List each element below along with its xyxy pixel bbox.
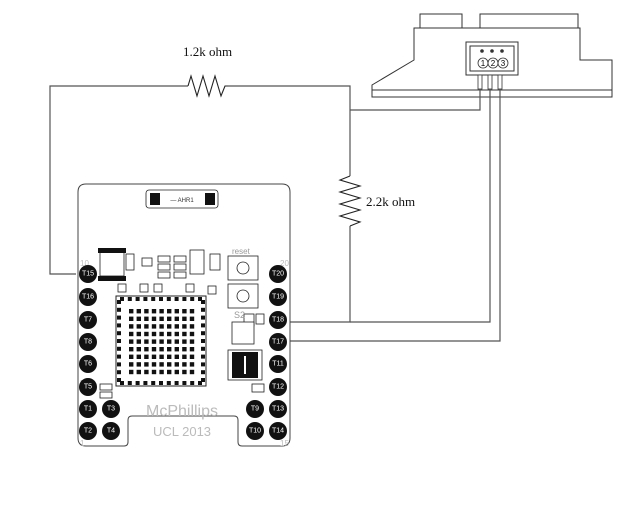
wires	[49, 85, 501, 342]
svg-text:T12: T12	[272, 384, 284, 391]
svg-text:10: 10	[80, 259, 89, 268]
svg-text:T19: T19	[272, 294, 284, 301]
svg-text:T8: T8	[84, 339, 92, 346]
svg-text:T18: T18	[272, 317, 284, 324]
pad-T3: T3	[102, 400, 120, 418]
svg-text:T20: T20	[272, 271, 284, 278]
svg-text:15: 15	[280, 439, 289, 448]
resistor-1: 1.2k ohm	[183, 44, 232, 98]
resistor-2-label: 2.2k ohm	[366, 194, 415, 209]
sensor-pin-2: 2	[487, 57, 499, 69]
main-chip	[115, 295, 207, 387]
microcontroller-board: — AHR1 10 5 1 15 20	[77, 183, 291, 448]
reset-switch: reset	[227, 247, 259, 281]
pad-T4: T4	[102, 422, 120, 440]
svg-text:— AHR1: — AHR1	[170, 198, 194, 204]
svg-text:T11: T11	[272, 361, 284, 368]
resistor-1-label: 1.2k ohm	[183, 44, 232, 59]
svg-text:T14: T14	[272, 428, 284, 435]
sensor-pin-3: 3	[497, 57, 509, 69]
svg-text:T13: T13	[272, 406, 284, 413]
svg-text:T10: T10	[249, 428, 261, 435]
pad-T11: T11	[269, 355, 287, 373]
switch-s2: S2	[227, 283, 259, 320]
capacitor	[227, 349, 263, 381]
switch-s2-label: S2	[234, 310, 245, 320]
pad-T20: T20	[269, 265, 287, 283]
reset-label: reset	[232, 247, 251, 256]
pad-T18: T18	[269, 311, 287, 329]
pad-T19: T19	[269, 288, 287, 306]
board-brand: McPhillips	[146, 403, 218, 420]
svg-text:T16: T16	[82, 294, 94, 301]
fuse: — AHR1	[145, 189, 219, 209]
sensor-module: 1 2 3	[371, 13, 613, 98]
pad-T7: T7	[79, 311, 97, 329]
svg-text:T5: T5	[84, 384, 92, 391]
svg-text:1: 1	[481, 59, 486, 68]
pad-T1: T1	[79, 400, 97, 418]
pad-T10: T10	[246, 422, 264, 440]
svg-text:20: 20	[280, 259, 289, 268]
svg-text:T9: T9	[251, 406, 259, 413]
svg-text:T17: T17	[272, 339, 284, 346]
pad-T2: T2	[79, 422, 97, 440]
svg-text:T3: T3	[107, 406, 115, 413]
svg-text:T1: T1	[84, 406, 92, 413]
svg-text:T4: T4	[107, 428, 115, 435]
pad-T8: T8	[79, 333, 97, 351]
resistor-2: 2.2k ohm	[338, 175, 415, 227]
svg-text:T15: T15	[82, 271, 94, 278]
pad-T9: T9	[246, 400, 264, 418]
pad-T6: T6	[79, 355, 97, 373]
passive-components	[99, 249, 265, 399]
svg-text:T2: T2	[84, 428, 92, 435]
pad-T5: T5	[79, 378, 97, 396]
pad-T14: T14	[269, 422, 287, 440]
pad-T17: T17	[269, 333, 287, 351]
svg-text:T6: T6	[84, 361, 92, 368]
board-brand-line2: UCL 2013	[153, 424, 211, 439]
pad-T12: T12	[269, 378, 287, 396]
svg-text:3: 3	[501, 59, 506, 68]
pad-T13: T13	[269, 400, 287, 418]
sensor-pin-1: 1	[477, 57, 489, 69]
svg-text:T7: T7	[84, 317, 92, 324]
svg-text:2: 2	[491, 59, 496, 68]
pad-T16: T16	[79, 288, 97, 306]
pad-T15: T15	[79, 265, 97, 283]
svg-text:1: 1	[80, 439, 85, 448]
